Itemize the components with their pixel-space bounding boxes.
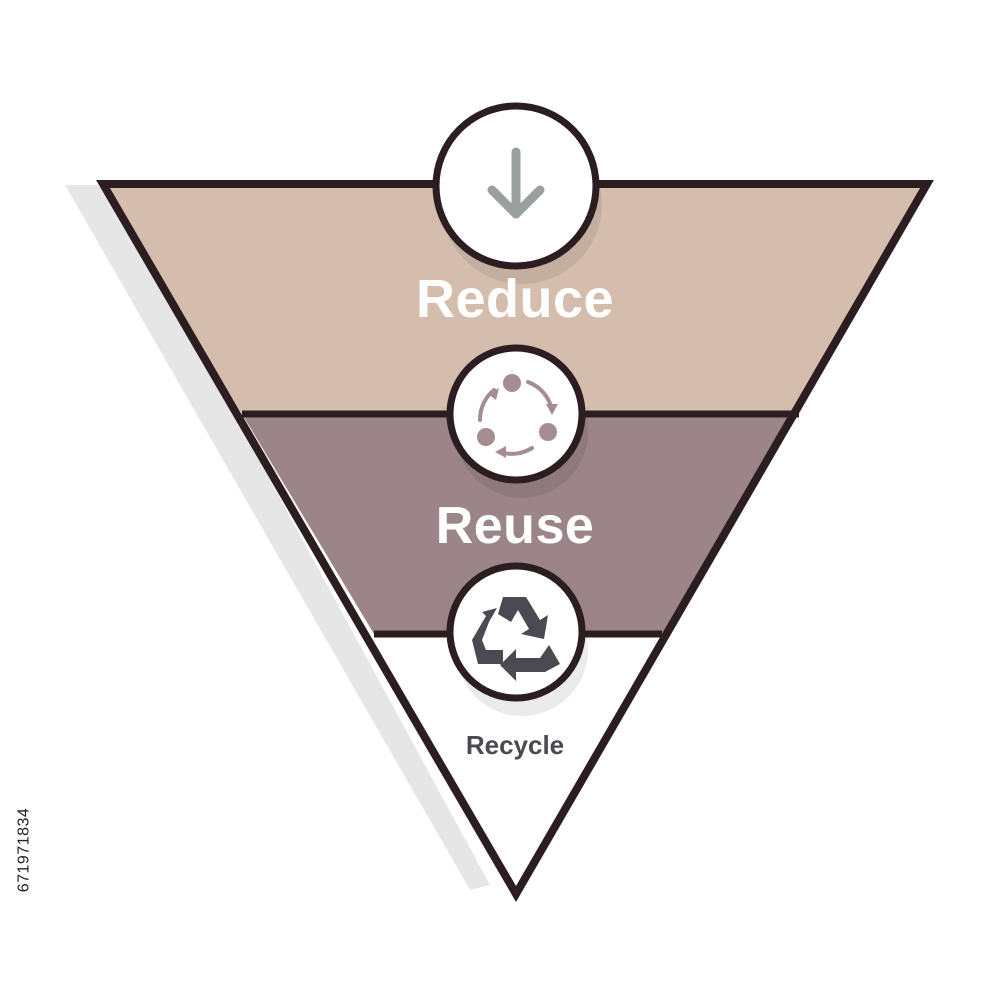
down-arrow-icon [487, 147, 545, 219]
tier-reuse [242, 414, 799, 634]
tier-reduce [103, 184, 927, 414]
tier-label-recycle: Recycle [465, 730, 565, 760]
tier-recycle [374, 634, 662, 894]
circular-reuse-icon [477, 374, 558, 458]
reuse-icon-badge [446, 344, 588, 498]
stock-id-text: 671971834 [15, 807, 32, 893]
tier-label-reduce: Reduce [415, 269, 615, 329]
recycle-icon [472, 597, 560, 681]
stock-id-watermark: 671971834 [4, 780, 44, 920]
recycle-icon-badge [446, 562, 588, 716]
tier-label-reuse: Reuse [435, 497, 595, 555]
triangle-shadow [65, 185, 490, 890]
reduce-icon-badge [432, 102, 602, 284]
